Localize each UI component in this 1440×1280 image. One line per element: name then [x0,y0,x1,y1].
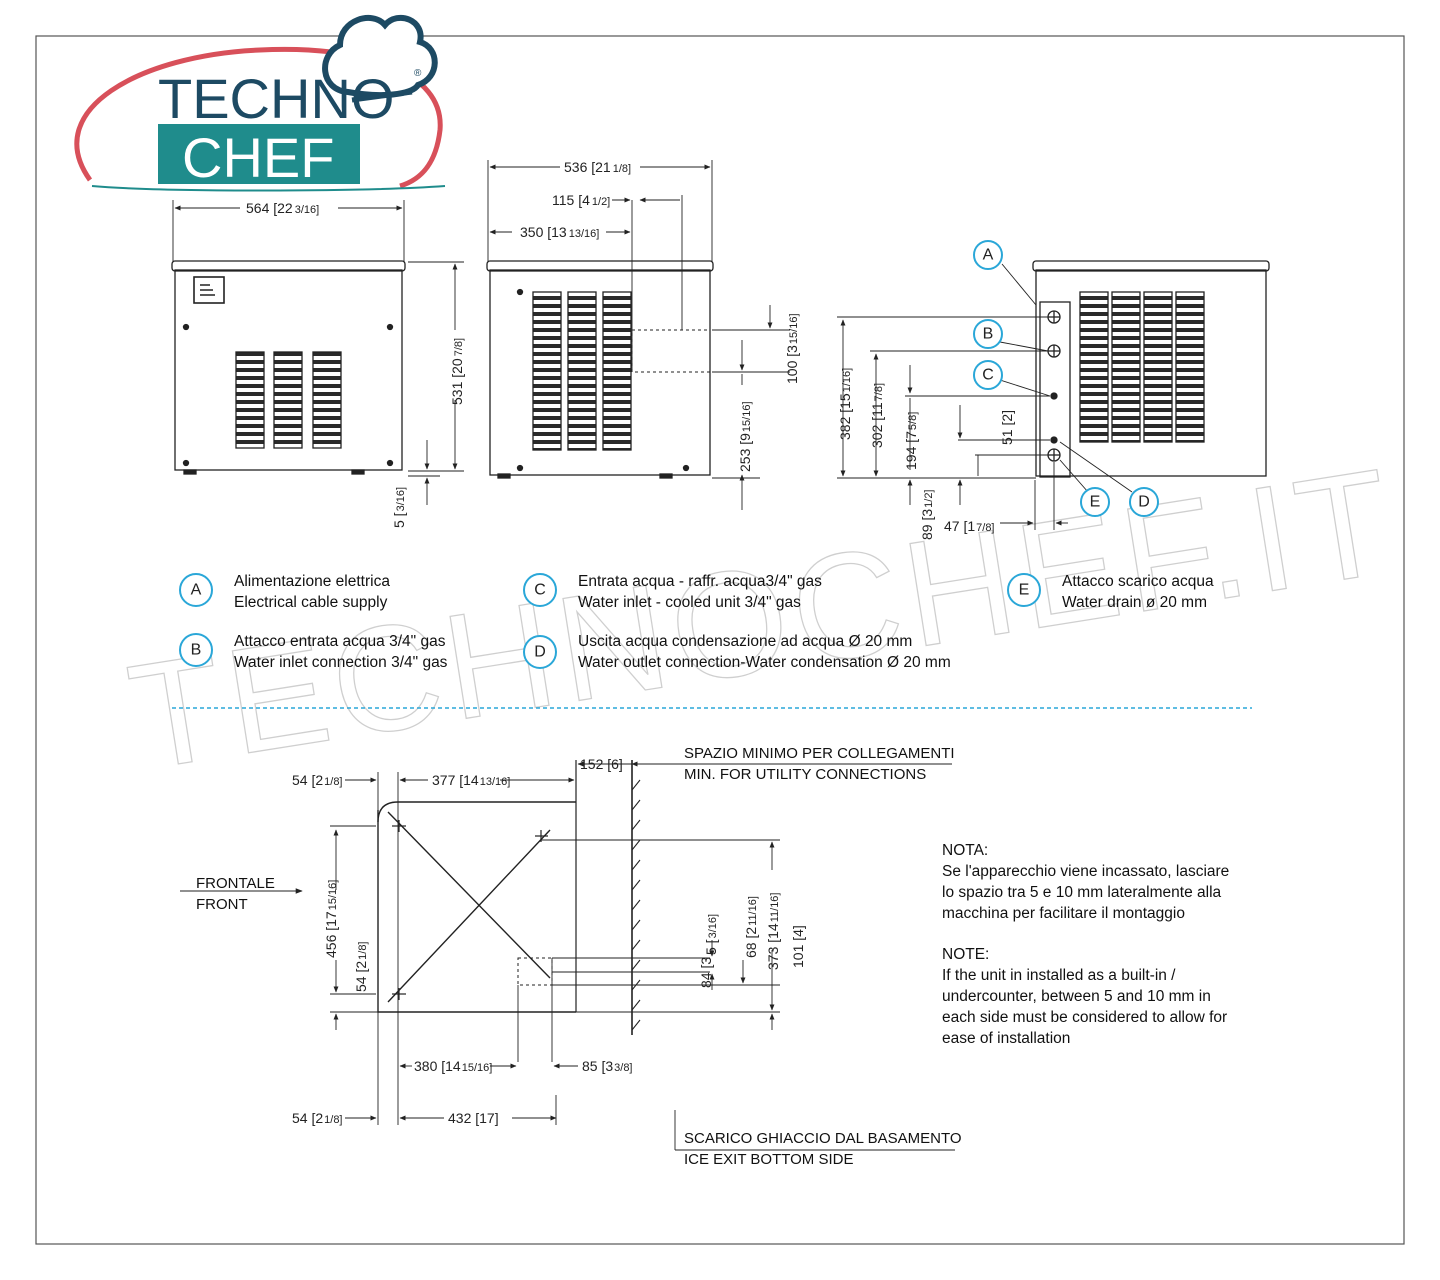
svg-text:ease of installation: ease of installation [942,1030,1070,1047]
dim-plan-5: 5 [3/16] [703,914,719,955]
dim-front-height: 531 [207/8] [449,338,465,405]
svg-text:Uscita acqua condensazione ad: Uscita acqua condensazione ad acqua Ø 20… [578,633,912,650]
front-view [171,200,464,505]
svg-text:Water inlet - cooled unit 3/4": Water inlet - cooled unit 3/4" gas [578,594,801,611]
svg-text:Attacco entrata acqua 3/4" gas: Attacco entrata acqua 3/4" gas [234,633,446,650]
logo-swoosh [74,46,443,189]
dim-side-100: 100 [315/16] [784,313,800,384]
ice-exit-label-en: ICE EXIT BOTTOM SIDE [684,1151,853,1168]
dim-rear-51: 51 [2] [999,410,1015,445]
front-label-en: FRONT [196,896,248,913]
svg-text:Water inlet connection 3/4" ga: Water inlet connection 3/4" gas [234,654,448,671]
page-frame [35,35,1405,1245]
side-view [486,160,790,510]
space-label-en: MIN. FOR UTILITY CONNECTIONS [684,766,926,783]
dim-plan-54-left: 54 [21/8] [353,942,369,993]
dim-rear-382: 382 [151/16] [837,368,853,440]
dim-front-foot: 5 [3/16] [391,487,407,528]
svg-text:Alimentazione elettrica: Alimentazione elettrica [234,573,390,590]
svg-text:Entrata acqua - raffr. acqua: Entrata acqua - raffr. acqua3/4" gas [578,573,822,590]
dim-plan-377: 377 [1413/16] [432,772,510,788]
callout-circles: A B C E D [973,240,1159,517]
dim-rear-302: 302 [117/8] [869,383,885,448]
svg-text:C: C [534,582,546,599]
legend-item-a: A Alimentazione elettrica Electrical cab… [179,573,390,611]
space-label-it: SPAZIO MINIMO PER COLLEGAMENTI [684,745,955,762]
dim-plan-54-top: 54 [21/8] [292,772,343,788]
logo-chef-box [158,124,360,184]
svg-text:undercounter, between 5 and 10: undercounter, between 5 and 10 mm in [942,988,1211,1005]
svg-text:E: E [1019,582,1030,599]
rear-view [837,260,1270,530]
svg-text:If the unit in installed as a: If the unit in installed as a built-in / [942,967,1176,984]
dim-plan-84: 84 [3 [698,957,714,988]
dim-plan-101: 101 [4] [790,925,806,968]
dim-plan-85: 85 [33/8] [582,1058,633,1074]
svg-text:Water drain ø 20 mm: Water drain ø 20 mm [1062,594,1207,611]
technochef-logo: TECHNO CHEF ® [74,14,446,192]
svg-text:B: B [191,642,202,659]
logo-techno: TECHNO [158,67,394,130]
plan-view [180,760,955,1151]
legend-item-b: B Attacco entrata acqua 3/4" gas Water i… [179,633,448,671]
callout-e: E [1090,494,1101,511]
dim-rear-194: 194 [75/8] [903,412,919,470]
legend-item-d: D Uscita acqua condensazione ad acqua Ø … [523,633,951,671]
svg-text:Attacco scarico acqua: Attacco scarico acqua [1062,573,1214,590]
svg-text:A: A [191,582,202,599]
svg-text:Water outlet connection-Water: Water outlet connection-Water condensati… [578,654,951,671]
svg-text:macchina per facilitare il mon: macchina per facilitare il montaggio [942,905,1185,922]
callout-d: D [1138,494,1150,511]
dim-plan-456: 456 [1715/16] [323,880,339,958]
svg-text:each side must be considered t: each side must be considered to allow fo… [942,1009,1227,1026]
installation-note: NOTA: Se l'apparecchio viene incassato, … [942,842,1229,1047]
dim-plan-54-bottom: 54 [21/8] [292,1110,343,1126]
chef-hat-icon [322,14,438,103]
svg-text:lo spazio tra 5 e 10 mm latera: lo spazio tra 5 e 10 mm lateralmente all… [942,884,1222,901]
dim-side-253: 253 [915/16] [737,401,753,472]
svg-text:D: D [534,644,546,661]
dim-plan-68: 68 [211/16] [743,896,759,958]
svg-text:NOTA:: NOTA: [942,842,988,859]
ice-exit-label-it: SCARICO GHIACCIO DAL BASAMENTO [684,1130,962,1147]
svg-text:Electrical cable supply: Electrical cable supply [234,594,388,611]
legend: A Alimentazione elettrica Electrical cab… [179,573,1214,671]
dim-plan-432: 432 [17] [448,1110,499,1126]
registered-mark: ® [414,68,422,79]
dim-plan-373: 373 [1411/16] [765,893,781,971]
callout-c: C [982,367,994,384]
dim-plan-152: 152 [6] [580,756,623,772]
legend-item-e: E Attacco scarico acqua Water drain ø 20… [1007,573,1214,611]
svg-text:NOTE:: NOTE: [942,946,989,963]
logo-chef: CHEF [182,126,334,189]
callout-b: B [983,326,994,343]
legend-item-c: C Entrata acqua - raffr. acqua3/4" gas W… [523,573,822,611]
dim-rear-89: 89 [31/2] [919,490,935,541]
dim-plan-380: 380 [1415/16] [414,1058,492,1074]
svg-text:Se l'apparecchio viene incassa: Se l'apparecchio viene incassato, lascia… [942,863,1229,880]
front-label-it: FRONTALE [196,875,275,892]
dim-rear-47: 47 [17/8] [944,518,995,534]
callout-a: A [983,247,994,264]
